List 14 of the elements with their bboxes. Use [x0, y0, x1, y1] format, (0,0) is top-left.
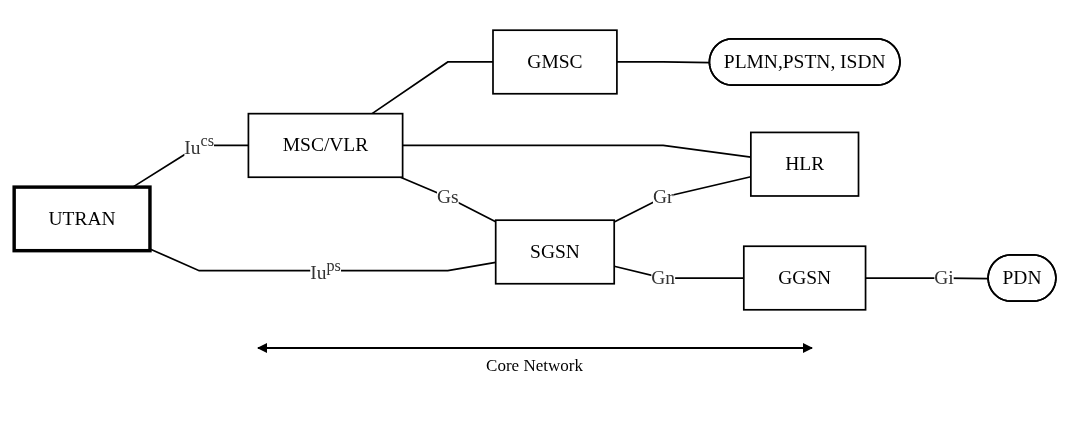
edge-label: Gs [436, 186, 459, 208]
node-box: HLR [749, 131, 859, 197]
edge-label: Gi [933, 266, 954, 289]
connector [399, 176, 497, 223]
edge-label: Iu$^{cs}$ [183, 131, 214, 159]
node-box: UTRAN [11, 185, 152, 253]
edge-label: Gn [650, 266, 675, 289]
node-box: MSC/VLR [247, 112, 403, 179]
edge-label: Gr [652, 186, 673, 208]
node-box: GMSC [491, 29, 618, 95]
node-box: SGSN [494, 219, 615, 285]
node-box: GGSN [742, 245, 866, 311]
span-label: Core Network [486, 356, 583, 376]
edge-label: Iu$^{ps}$ [309, 256, 341, 284]
